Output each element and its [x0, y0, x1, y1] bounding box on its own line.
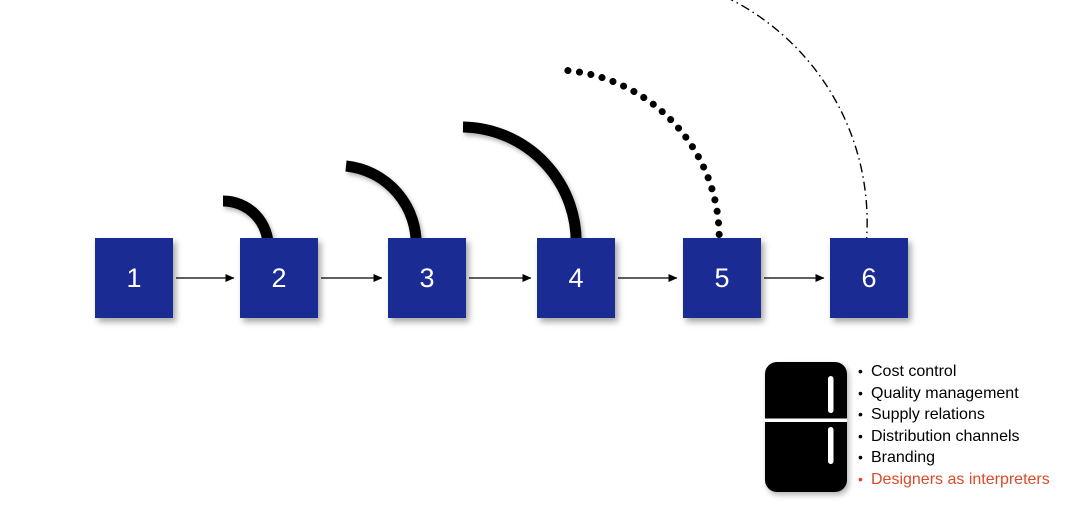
step-box-5: 5: [683, 238, 761, 318]
step-box-1: 1: [95, 238, 173, 318]
legend-item-label: Distribution channels: [871, 427, 1020, 445]
legend-item-quality-management: Quality management: [858, 383, 1050, 405]
step-box-3: 3: [388, 238, 466, 318]
refrigerator-icon: [765, 362, 847, 492]
step-box-2: 2: [240, 238, 318, 318]
legend-item-cost-control: Cost control: [858, 361, 1050, 383]
solid-arcs: [222, 121, 582, 249]
arc-dotted-from-step-5: [557, 66, 723, 250]
legend-item-label: Quality management: [871, 384, 1019, 402]
legend-item-designers-as-interpreters: Designers as interpreters: [858, 469, 1050, 491]
step-number-5: 5: [714, 262, 730, 293]
arc-solid-from-step-4: [462, 121, 582, 249]
arc-dashdot-from-step-6: [730, 0, 868, 247]
legend-item-distribution-channels: Distribution channels: [858, 426, 1050, 448]
step-number-1: 1: [126, 262, 142, 293]
legend-item-supply-relations: Supply relations: [858, 404, 1050, 426]
arc-solid-from-step-3: [345, 160, 422, 249]
step-number-2: 2: [271, 262, 287, 293]
step-box-4: 4: [537, 238, 615, 318]
legend-item-label: Designers as interpreters: [871, 470, 1050, 488]
step-number-6: 6: [861, 262, 877, 293]
step-number-3: 3: [419, 262, 435, 293]
step-number-4: 4: [568, 262, 584, 293]
legend-list: Cost control Quality management Supply r…: [858, 361, 1050, 491]
legend-item-branding: Branding: [858, 447, 1050, 469]
legend-item-label: Branding: [871, 449, 936, 467]
legend-item-label: Cost control: [871, 363, 957, 380]
step-box-6: 6: [830, 238, 908, 318]
legend-item-label: Supply relations: [871, 406, 985, 424]
